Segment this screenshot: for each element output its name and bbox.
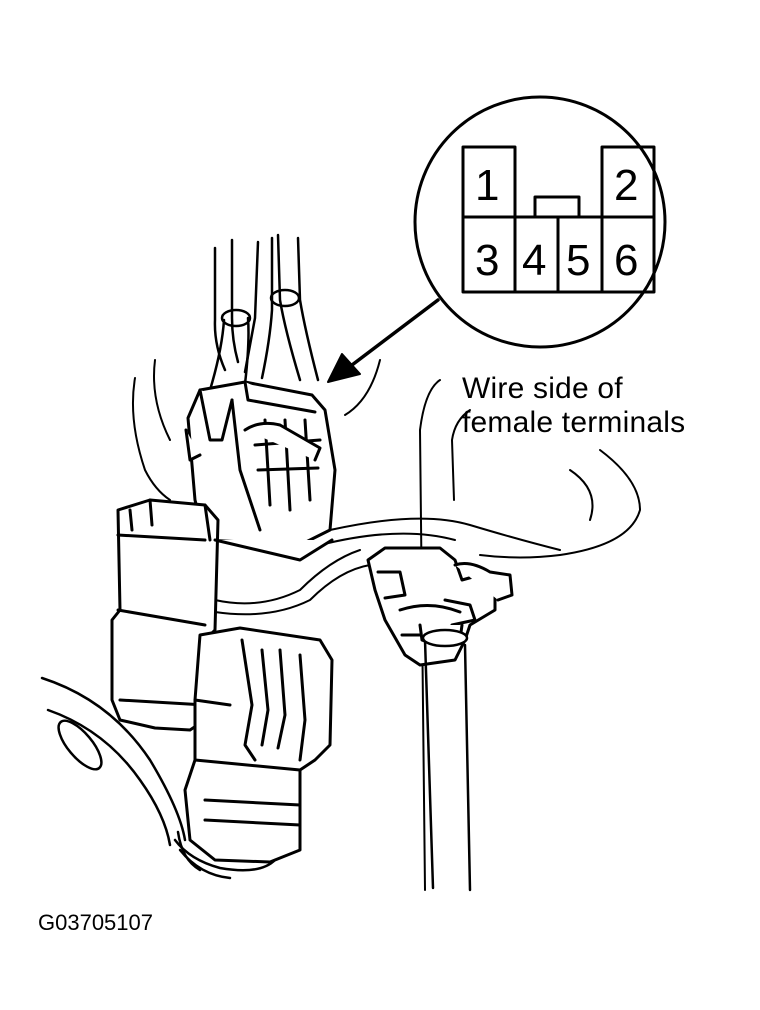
- pin-grid: [461, 145, 656, 294]
- pin-label-6: 6: [614, 236, 638, 285]
- lower-connector: [183, 626, 334, 864]
- callout-arrow: [327, 298, 440, 383]
- pin-label-5: 5: [566, 236, 590, 285]
- pin-label-4: 4: [522, 236, 546, 285]
- caption-line-1: Wire side of: [462, 372, 623, 405]
- pin-label-1: 1: [475, 161, 499, 210]
- caption-line-2: female terminals: [462, 406, 686, 439]
- upper-connector: [184, 380, 337, 547]
- vertical-rod: [421, 628, 472, 892]
- pin-cell-6: [600, 215, 656, 294]
- pin-label-3: 3: [475, 236, 499, 285]
- mounting-bracket: [366, 546, 514, 667]
- callout-circle: [413, 95, 667, 349]
- terminal-callout: 1 2 3 4 5 6: [413, 95, 667, 349]
- body-contour-lines: [131, 359, 641, 891]
- lower-cable: [40, 676, 277, 880]
- callout-caption: Wire side of female terminals: [462, 372, 685, 440]
- pin-label-2: 2: [614, 161, 638, 210]
- wire-harness-top: [208, 233, 320, 394]
- figure-id: G03705107: [38, 910, 153, 935]
